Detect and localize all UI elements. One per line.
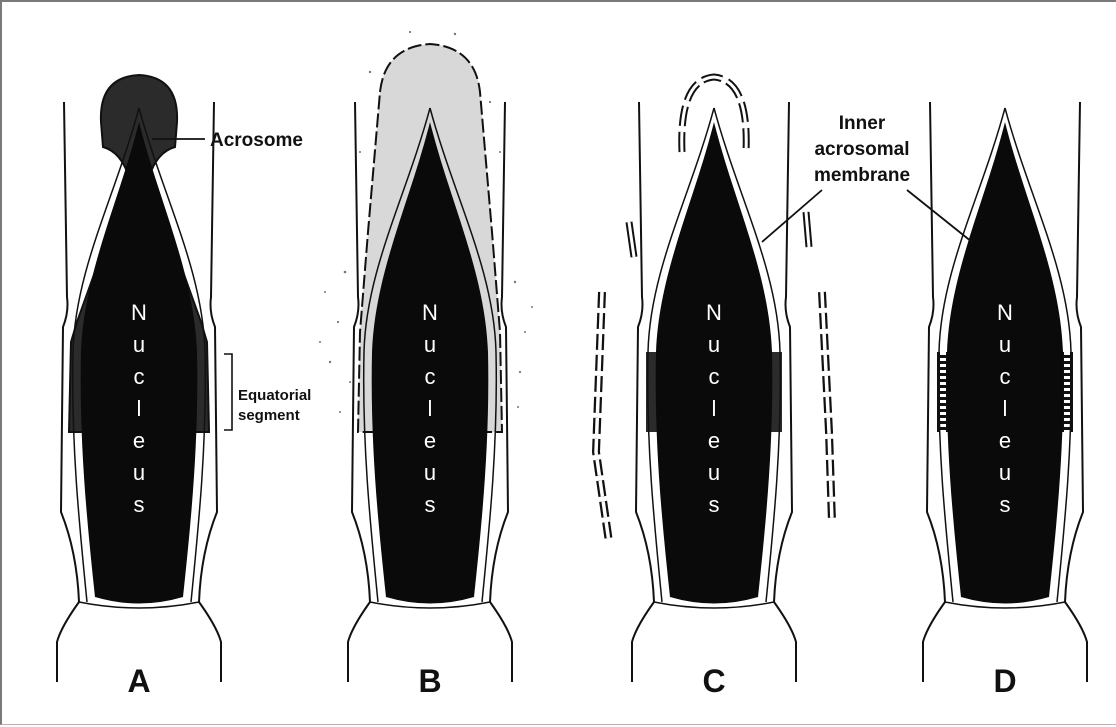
acrosome-label: Acrosome	[210, 130, 303, 151]
panel-d	[923, 102, 1087, 682]
equatorial-bracket	[224, 354, 232, 430]
inner-membrane-label-line2: acrosomal	[814, 139, 909, 160]
panel-label-d: D	[993, 663, 1016, 699]
panel-label-c: C	[702, 663, 725, 699]
equatorial-label-line2: segment	[238, 407, 300, 424]
inner-membrane-leader-d	[907, 190, 972, 242]
inner-membrane-label-line3: membrane	[814, 165, 910, 186]
panel-label-a: A	[127, 663, 150, 699]
inner-membrane-leader-c	[762, 190, 822, 242]
equatorial-label-line1: Equatorial	[238, 387, 311, 404]
inner-membrane-label-line1: Inner	[839, 113, 886, 134]
panel-label-b: B	[418, 663, 441, 699]
